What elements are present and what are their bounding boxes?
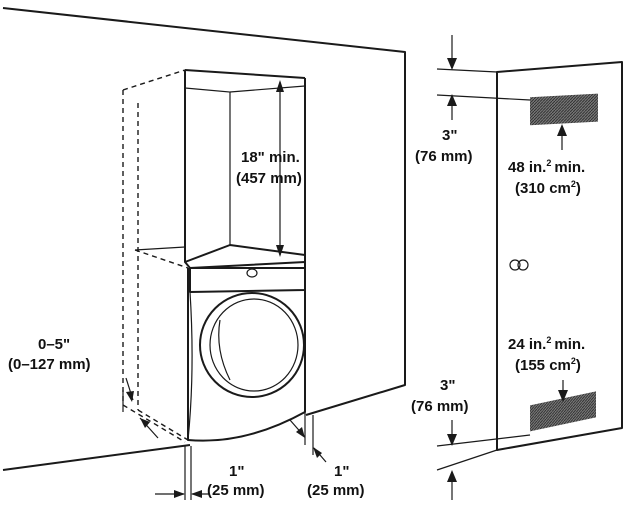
- top-vent-metric-label: (310 cm2): [515, 179, 581, 197]
- door-knob-icon: [509, 259, 529, 271]
- dryer-front-curve: [187, 291, 193, 441]
- dryer-door-outer: [199, 292, 305, 398]
- right-side-clearance-dimension: [289, 412, 327, 463]
- door-top-gap-mm-label: (76 mm): [415, 148, 473, 165]
- back-wall-base: [2, 444, 191, 471]
- dryer-control-panel: [189, 261, 306, 293]
- back-wall: [2, 7, 406, 416]
- closet-door: [496, 61, 623, 451]
- right-side-clearance-mm-label: (25 mm): [307, 482, 365, 499]
- recess-shelf-left: [134, 246, 186, 251]
- door-bottom-gap-label: 3": [440, 377, 455, 394]
- left-side-clearance-label: 1": [229, 463, 244, 480]
- top-clearance-dimension: [276, 80, 284, 257]
- top-clearance-label: 18" min.: [241, 149, 300, 166]
- removed-panel-outline: [122, 69, 189, 443]
- top-clearance-mm-label: (457 mm): [236, 170, 302, 187]
- door-bottom-gap-dimension: [436, 420, 531, 500]
- door-top-gap-label: 3": [442, 127, 457, 144]
- dryer-door-glass-shade: [218, 319, 231, 381]
- back-clearance-label: 0–5": [38, 336, 70, 353]
- door-bottom-gap-mm-label: (76 mm): [411, 398, 469, 415]
- dryer: [184, 244, 306, 442]
- back-clearance-dimension: [122, 377, 159, 439]
- dryer-knob: [246, 268, 258, 278]
- recess-top-edge: [184, 69, 306, 79]
- recess-inner-top: [184, 87, 231, 245]
- back-clearance-mm-label: (0–127 mm): [8, 356, 91, 373]
- bottom-vent: [530, 391, 596, 432]
- dryer-door-inner: [209, 298, 299, 392]
- left-side-clearance-dimension: [155, 445, 210, 500]
- door-panel: [496, 61, 623, 451]
- door-top-gap-dimension: [436, 35, 531, 120]
- room-walls: [2, 7, 406, 471]
- vent-pointer-arrows: [557, 124, 568, 402]
- left-side-clearance-mm-label: (25 mm): [207, 482, 265, 499]
- dryer-body: [187, 262, 306, 442]
- recess-inner-top-right: [229, 85, 306, 93]
- right-side-clearance-label: 1": [334, 463, 349, 480]
- top-vent: [530, 93, 598, 126]
- bottom-vent-metric-label: (155 cm2): [515, 356, 581, 374]
